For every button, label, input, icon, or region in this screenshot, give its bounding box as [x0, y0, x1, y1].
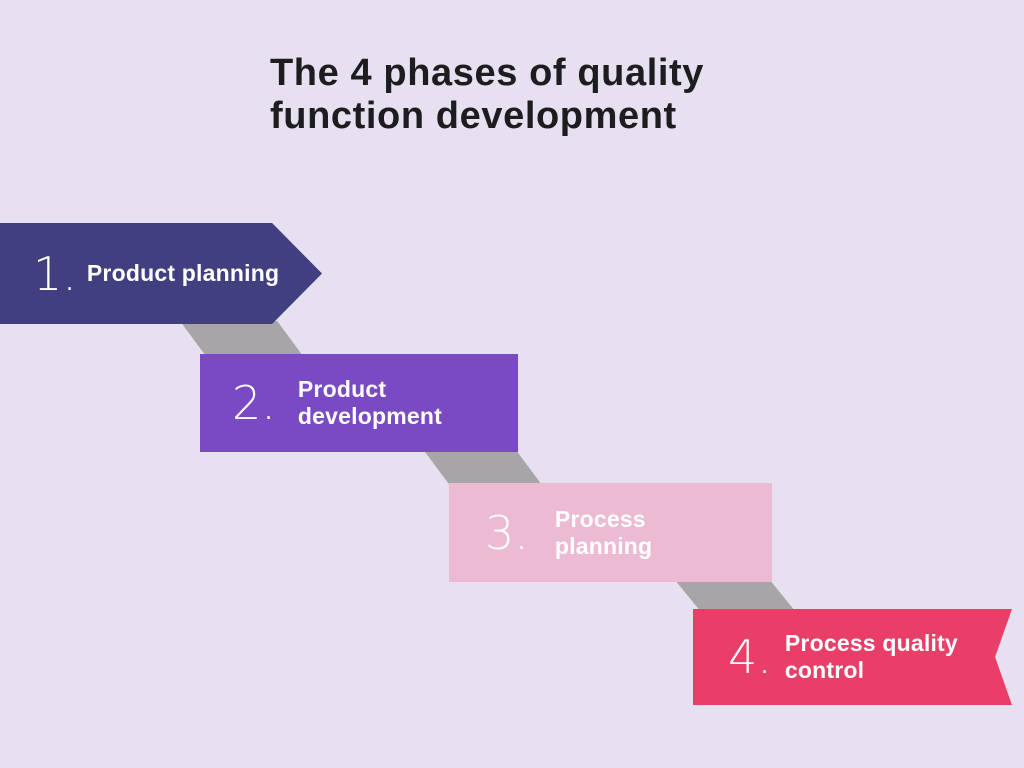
step-3-label-line1: Process: [554, 505, 646, 532]
page-title-line2: function development: [270, 95, 677, 137]
step-1-product-planning: 1. Product planning: [0, 223, 322, 324]
page-title: The 4 phases of quality function develop…: [270, 52, 810, 138]
step-3-label: Process planning: [555, 506, 652, 560]
connector-step1-step2: [180, 321, 303, 356]
step-2-product-development: 2. Product development: [200, 354, 518, 452]
step-1-label: Product planning: [87, 260, 279, 287]
step-2-number: 2.: [232, 376, 276, 430]
connector-step2-step3: [425, 452, 542, 485]
step-2-label: Product development: [298, 376, 442, 430]
step-4-label-line1: Process quality: [784, 630, 958, 656]
step-4-process-quality-control: 4. Process quality control: [693, 609, 1012, 705]
page-title-line1: The 4 phases of quality: [270, 52, 705, 94]
step-2-label-line1: Product: [297, 376, 387, 402]
step-3-number: 3.: [485, 505, 529, 560]
step-3-label-line2: planning: [554, 532, 653, 559]
connector-step3-step4: [675, 580, 795, 611]
step-2-label-line2: development: [297, 403, 442, 429]
step-4-label-line2: control: [784, 657, 865, 683]
step-1-number: 1.: [33, 246, 77, 301]
step-4-label: Process quality control: [785, 630, 958, 684]
step-1-label-line1: Product planning: [86, 260, 280, 286]
step-4-number: 4.: [728, 630, 772, 684]
step-3-process-planning: 3. Process planning: [449, 483, 772, 582]
